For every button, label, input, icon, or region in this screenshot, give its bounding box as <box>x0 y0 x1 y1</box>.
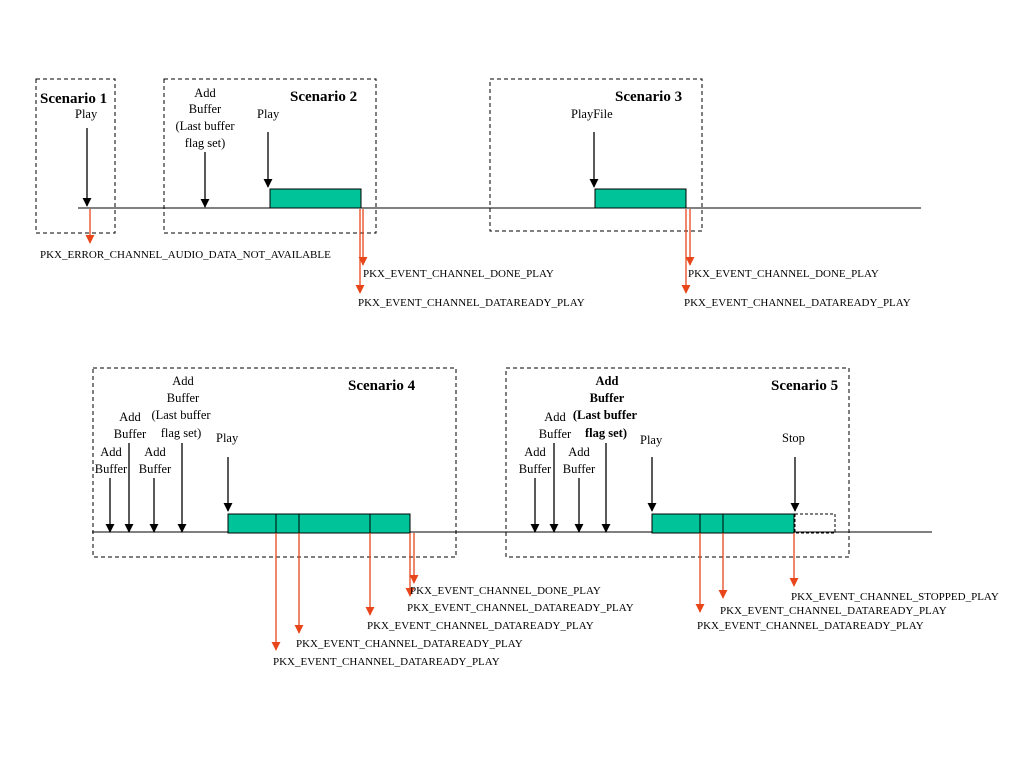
scenario-3: Scenario 3 PlayFile PKX_EVENT_CHANNEL_DO… <box>489 78 911 309</box>
scenario-4-title: Scenario 4 <box>348 378 416 394</box>
scenario-5: Scenario 5 Add Buffer (Last buffer flag … <box>505 367 999 632</box>
scenario-1: Scenario 1 Play PKX_ERROR_CHANNEL_AUDIO_… <box>35 78 331 261</box>
add-buffer-last-line1: Add <box>172 374 194 388</box>
scenario-4-box <box>92 367 457 558</box>
dataready-label: PKX_EVENT_CHANNEL_DATAREADY_PLAY <box>296 638 523 650</box>
unplayed-buffer-segment <box>794 513 836 534</box>
play-label: Play <box>640 433 663 447</box>
scenario-1-box <box>35 78 116 234</box>
scenario-3-box <box>489 78 703 232</box>
add-buffer-last-line1: Add <box>596 374 619 388</box>
add-buffer-last-line2: Buffer <box>590 391 625 405</box>
dataready-label: PKX_EVENT_CHANNEL_DATAREADY_PLAY <box>407 602 634 614</box>
done-play-label: PKX_EVENT_CHANNEL_DONE_PLAY <box>410 585 601 597</box>
scenario-2: Scenario 2 Add Buffer (Last buffer flag … <box>163 78 585 309</box>
add-buffer-1-line2: Buffer <box>95 462 128 476</box>
add-buffer-label-line2: Buffer <box>189 102 222 116</box>
scenario-5-title: Scenario 5 <box>771 378 838 394</box>
playback-bar <box>269 188 362 209</box>
add-buffer-1-line2: Buffer <box>519 462 552 476</box>
scenario-2-title: Scenario 2 <box>290 89 357 105</box>
dataready-label: PKX_EVENT_CHANNEL_DATAREADY_PLAY <box>273 656 500 668</box>
playfile-label: PlayFile <box>571 107 613 121</box>
add-buffer-label-line4: flag set) <box>185 136 226 150</box>
add-buffer-last-line3: (Last buffer <box>573 408 638 422</box>
add-buffer-2-line2: Buffer <box>539 427 572 441</box>
add-buffer-3-line2: Buffer <box>563 462 596 476</box>
scenario-2-box <box>163 78 377 234</box>
play-label: Play <box>216 431 239 445</box>
dataready-label: PKX_EVENT_CHANNEL_DATAREADY_PLAY <box>697 620 924 632</box>
add-buffer-last-line4: flag set) <box>161 426 202 440</box>
playback-bar <box>227 513 411 534</box>
add-buffer-last-line3: (Last buffer <box>151 408 211 422</box>
add-buffer-2-line1: Add <box>544 410 566 424</box>
add-buffer-2-line2: Buffer <box>114 427 147 441</box>
play-label: Play <box>257 107 280 121</box>
scenario-1-title: Scenario 1 <box>40 91 107 107</box>
add-buffer-2-line1: Add <box>119 410 141 424</box>
stop-label: Stop <box>782 431 805 445</box>
done-play-label: PKX_EVENT_CHANNEL_DONE_PLAY <box>363 268 554 280</box>
done-play-label: PKX_EVENT_CHANNEL_DONE_PLAY <box>688 268 879 280</box>
add-buffer-label-line3: (Last buffer <box>175 119 235 133</box>
playback-bar <box>594 188 687 209</box>
add-buffer-1-line1: Add <box>100 445 122 459</box>
scenario-3-title: Scenario 3 <box>615 89 682 105</box>
dataready-label: PKX_EVENT_CHANNEL_DATAREADY_PLAY <box>367 620 594 632</box>
add-buffer-last-line4: flag set) <box>585 426 627 440</box>
scenario-5-box <box>505 367 850 558</box>
add-buffer-label-line1: Add <box>194 86 216 100</box>
add-buffer-3-line1: Add <box>568 445 590 459</box>
dataready-label: PKX_EVENT_CHANNEL_DATAREADY_PLAY <box>720 605 947 617</box>
scenario-4: Scenario 4 Add Buffer (Last buffer flag … <box>92 367 634 668</box>
error-event-label: PKX_ERROR_CHANNEL_AUDIO_DATA_NOT_AVAILAB… <box>40 249 331 261</box>
add-buffer-3-line1: Add <box>144 445 166 459</box>
dataready-label: PKX_EVENT_CHANNEL_DATAREADY_PLAY <box>684 297 911 309</box>
add-buffer-1-line1: Add <box>524 445 546 459</box>
add-buffer-3-line2: Buffer <box>139 462 172 476</box>
play-label: Play <box>75 107 98 121</box>
add-buffer-last-line2: Buffer <box>167 391 200 405</box>
dataready-label: PKX_EVENT_CHANNEL_DATAREADY_PLAY <box>358 297 585 309</box>
stopped-play-label: PKX_EVENT_CHANNEL_STOPPED_PLAY <box>791 591 999 603</box>
